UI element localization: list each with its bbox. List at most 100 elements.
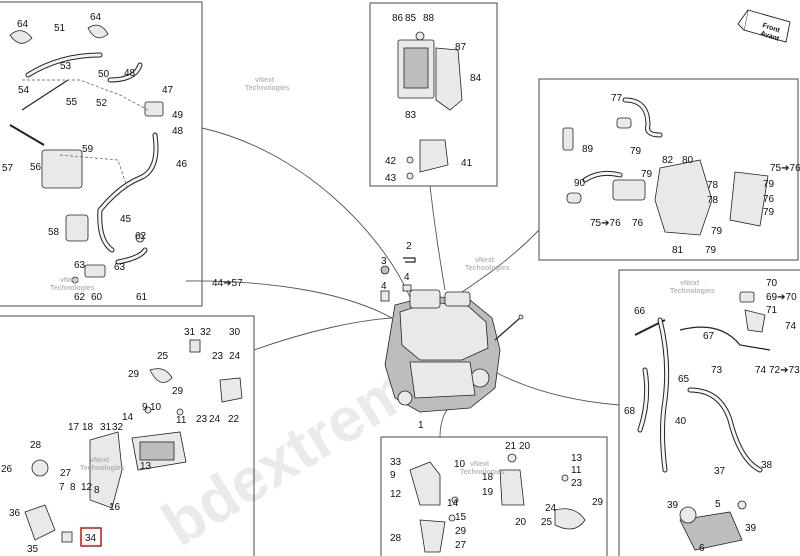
callout-24b: 24: [209, 414, 221, 425]
callout-4a: 4: [381, 281, 387, 292]
callout-39b: 39: [745, 523, 757, 534]
callout-64a: 64: [17, 19, 29, 30]
callout-78a: 78: [707, 180, 719, 191]
callout-11: 11: [176, 415, 187, 426]
callout-18: 18: [82, 422, 94, 433]
callout-59: 59: [82, 144, 94, 155]
callout-3: 3: [381, 256, 387, 267]
callout-72-73: 72➔73: [769, 365, 800, 376]
callout-labels: 64 51 64 53 50 54 48 47 52 55 49 48 57 5…: [1, 12, 800, 555]
callout-2: 2: [406, 241, 412, 252]
callout-58: 58: [48, 227, 60, 238]
watermark-small-2a: vNext: [475, 257, 495, 264]
callout-62b: 62: [74, 292, 86, 303]
panel-bottom-right: [618, 269, 800, 556]
callout-18b: 18: [482, 472, 494, 483]
callout-79c: 79: [763, 179, 775, 190]
callout-68: 68: [624, 406, 636, 417]
watermark-small-5a: vNext: [470, 461, 490, 468]
callout-73: 73: [711, 365, 723, 376]
callout-61: 61: [136, 292, 148, 303]
callout-48a: 48: [124, 68, 136, 79]
callout-36: 36: [9, 508, 21, 519]
callout-12: 12: [81, 482, 93, 493]
callout-20b: 20: [515, 517, 527, 528]
callout-10b: 10: [454, 459, 466, 470]
callout-12b: 12: [390, 489, 402, 500]
watermark-small-1a: vNext: [255, 77, 275, 84]
callout-79b: 79: [641, 169, 653, 180]
callout-29b: 29: [172, 386, 184, 397]
watermark-small-5b: Technologies: [460, 469, 505, 476]
callout-54: 54: [18, 85, 30, 96]
callout-31: 31: [184, 327, 196, 338]
callout-88: 88: [423, 13, 435, 24]
callout-13: 13: [140, 461, 152, 472]
top-right-parts: [562, 97, 769, 236]
callout-10: 10: [150, 402, 162, 413]
callout-50: 50: [98, 69, 110, 80]
callout-32a: 32: [200, 327, 212, 338]
callout-63a: 63: [74, 260, 86, 271]
top-center-parts: [397, 31, 463, 180]
callout-67: 67: [703, 331, 715, 342]
watermark-small-6b: Technologies: [50, 285, 95, 292]
panel-top-right: [538, 78, 799, 261]
callout-79d: 79: [763, 207, 775, 218]
watermark-small-4a: vNext: [90, 457, 110, 464]
callout-30: 30: [229, 327, 241, 338]
callout-21: 21: [505, 441, 517, 452]
callout-25: 25: [157, 351, 169, 362]
callout-23a: 23: [212, 351, 224, 362]
callout-66: 66: [634, 306, 646, 317]
center-small-parts: [380, 257, 416, 302]
direction-badge: Front Avant: [737, 9, 791, 43]
callout-23b: 23: [196, 414, 208, 425]
callout-80: 80: [682, 155, 694, 166]
callout-42: 42: [385, 156, 397, 167]
callout-49: 49: [172, 110, 184, 121]
callout-46: 46: [176, 159, 188, 170]
callout-15: 15: [455, 512, 467, 523]
connector-lines: [185, 127, 620, 438]
callout-14b: 14: [447, 498, 459, 509]
callout-31b: 31: [100, 422, 112, 433]
callout-74b: 74: [755, 365, 767, 376]
callout-45: 45: [120, 214, 132, 225]
callout-40: 40: [675, 416, 687, 427]
callout-16: 16: [109, 502, 121, 513]
callout-82: 82: [662, 155, 674, 166]
highlight-box-34: [80, 527, 102, 547]
callout-29c: 29: [592, 497, 604, 508]
callout-77: 77: [611, 93, 623, 104]
bottom-left-parts: [24, 339, 243, 543]
watermark-small-4b: Technologies: [80, 465, 125, 472]
callout-74a: 74: [785, 321, 797, 332]
callout-52: 52: [96, 98, 108, 109]
callout-27: 27: [60, 468, 72, 479]
callout-34-highlighted: 34: [85, 533, 97, 544]
callout-38: 38: [761, 460, 773, 471]
callout-56: 56: [30, 162, 42, 173]
panel-top-center: [369, 2, 498, 187]
callout-87: 87: [455, 42, 467, 53]
callout-4b: 4: [404, 272, 410, 283]
callout-22: 22: [228, 414, 240, 425]
watermark-small-3a: vNext: [680, 280, 700, 287]
callout-62a: 62: [135, 231, 147, 242]
callout-64b: 64: [90, 12, 102, 23]
callout-6: 6: [699, 543, 705, 554]
callout-20a: 20: [519, 441, 531, 452]
callout-9: 9: [142, 402, 148, 413]
panel-bottom-left: [0, 315, 255, 556]
callout-23c: 23: [571, 478, 583, 489]
callout-28: 28: [30, 440, 42, 451]
callout-51: 51: [54, 23, 66, 34]
callout-33: 33: [390, 457, 402, 468]
callout-85: 85: [405, 13, 417, 24]
callout-76a: 76: [763, 194, 775, 205]
callout-83: 83: [405, 110, 417, 121]
watermark-small-3b: Technologies: [670, 288, 715, 295]
callout-89: 89: [582, 144, 594, 155]
